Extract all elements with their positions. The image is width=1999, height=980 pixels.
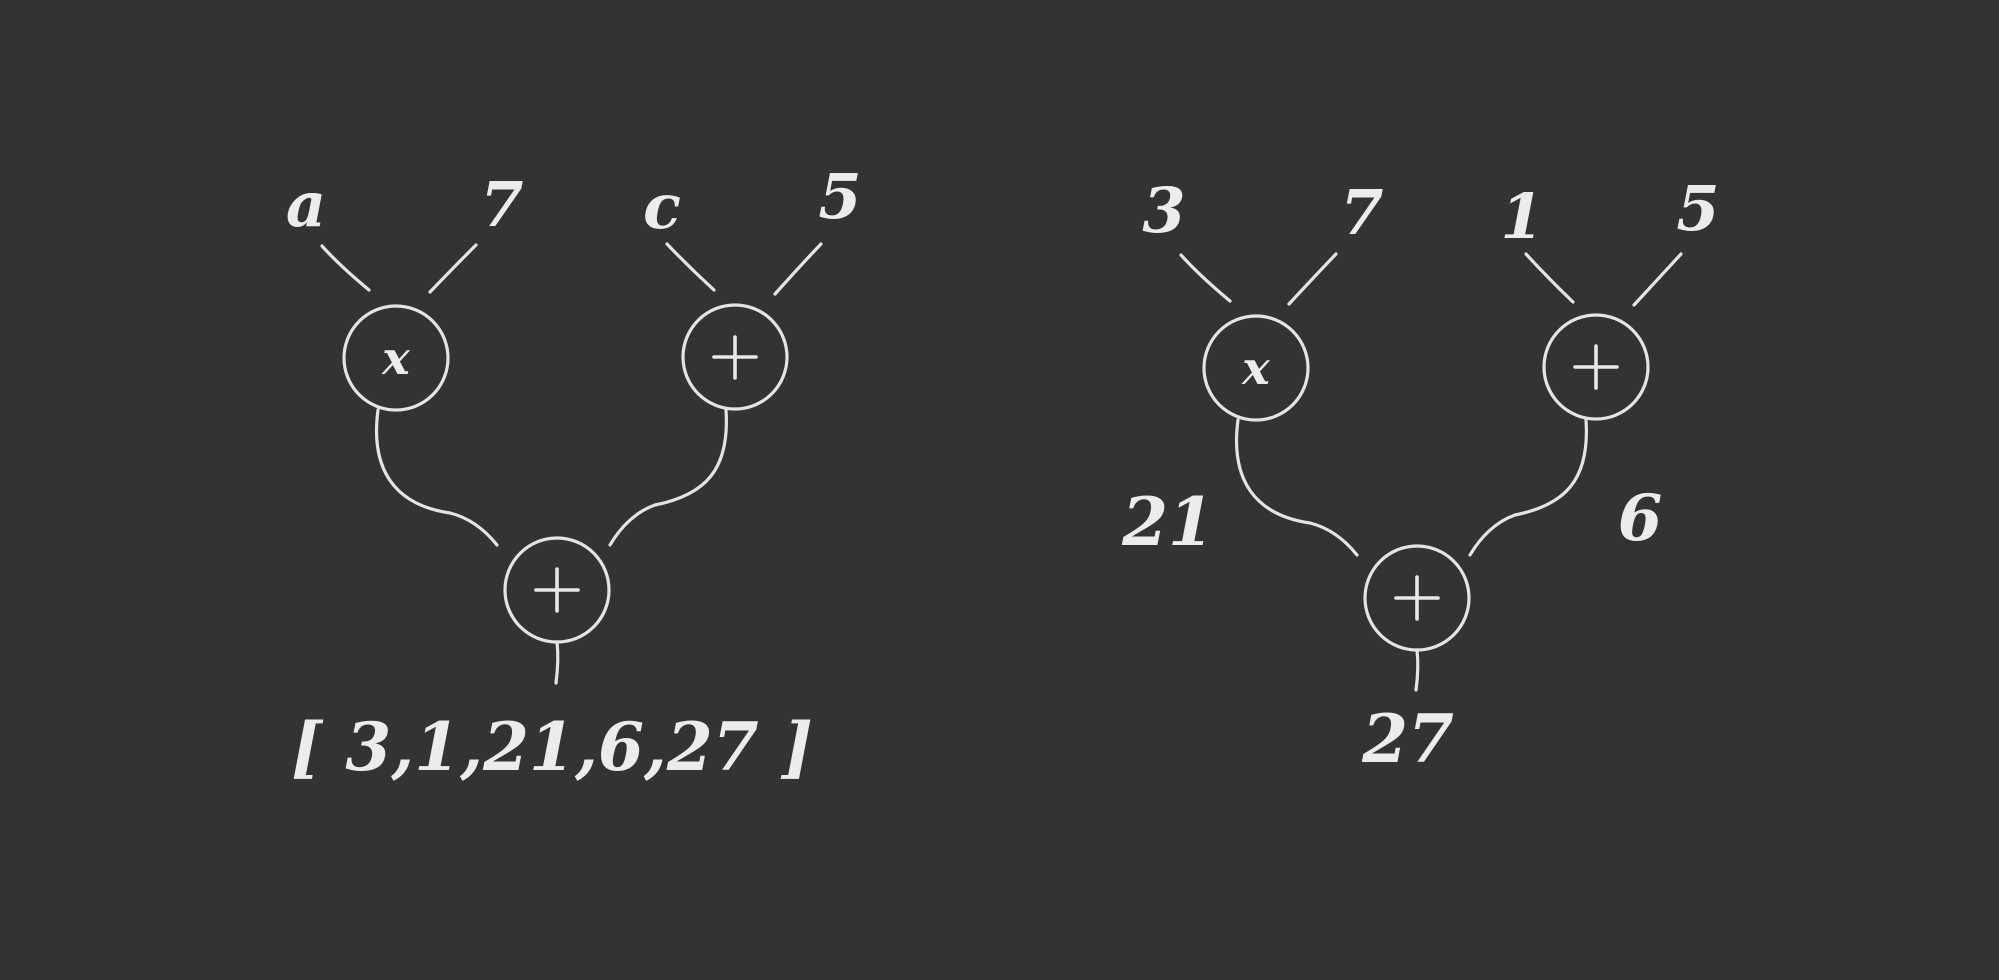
right-edge-1-to-add bbox=[1524, 252, 1575, 304]
left-edge-add-to-root bbox=[608, 408, 729, 547]
left-result-list: [ 3,1,21,6,27 ] bbox=[291, 708, 813, 786]
left-mul-node bbox=[342, 304, 450, 412]
right-input-mul-right: 7 bbox=[1340, 176, 1383, 249]
right-add-result: 6 bbox=[1618, 481, 1663, 556]
left-edge-c-to-add bbox=[665, 242, 716, 292]
left-add-node bbox=[681, 303, 789, 411]
right-add-plus-icon bbox=[1573, 344, 1619, 390]
left-tree: x + + a 7 c 5 [ 3,1,21,6,27 ] bbox=[286, 160, 862, 786]
right-input-add-left: 1 bbox=[1500, 180, 1543, 253]
right-edge-7-to-mul bbox=[1287, 252, 1338, 306]
right-edge-add-to-root bbox=[1468, 418, 1589, 557]
right-mul-node bbox=[1202, 314, 1310, 422]
left-edge-root-to-output bbox=[554, 640, 560, 685]
right-edge-mul-to-root bbox=[1235, 418, 1359, 557]
right-tree: x + + 3 7 1 5 21 6 27 bbox=[1121, 172, 1720, 778]
left-edge-5-to-add bbox=[773, 242, 823, 296]
right-root-plus-icon bbox=[1394, 575, 1440, 621]
left-edge-mul-to-root bbox=[375, 408, 499, 547]
left-edge-a-to-mul bbox=[320, 244, 371, 292]
right-input-add-right: 5 bbox=[1676, 172, 1719, 245]
left-input-add-right: 5 bbox=[818, 160, 861, 233]
left-mul-operator: x bbox=[381, 331, 410, 385]
right-mul-operator: x bbox=[1241, 341, 1270, 395]
right-edge-root-to-output bbox=[1414, 648, 1420, 692]
left-input-add-left: c bbox=[643, 170, 681, 243]
left-input-mul-left: a bbox=[286, 168, 326, 241]
left-root-plus-icon bbox=[534, 567, 580, 613]
left-edge-7-to-mul bbox=[428, 243, 478, 294]
right-edge-5-to-add bbox=[1632, 252, 1683, 307]
right-edge-3-to-mul bbox=[1179, 253, 1232, 303]
left-add-plus-icon bbox=[712, 335, 758, 380]
right-add-node bbox=[1542, 313, 1650, 421]
right-mul-result: 21 bbox=[1121, 483, 1214, 561]
left-input-mul-right: 7 bbox=[480, 168, 523, 241]
right-output: 27 bbox=[1361, 700, 1454, 778]
right-input-mul-left: 3 bbox=[1142, 174, 1185, 247]
